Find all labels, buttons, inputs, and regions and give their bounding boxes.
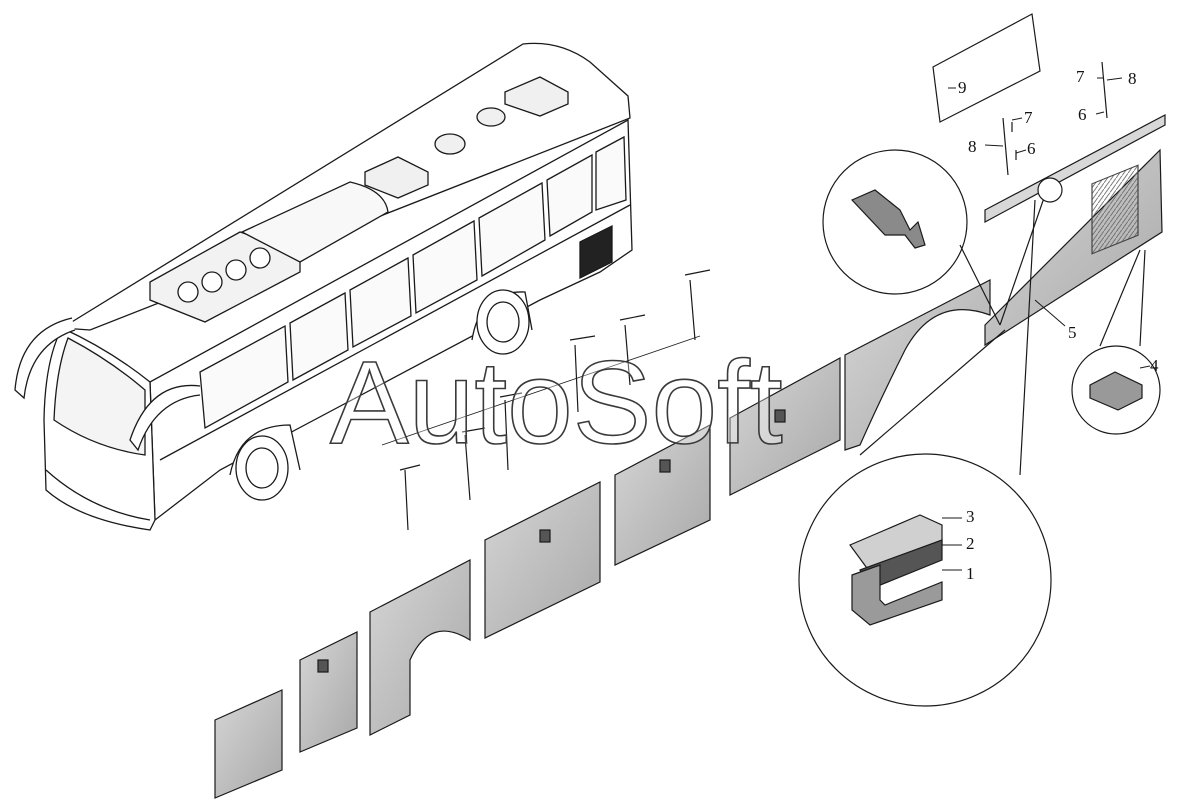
panel-wheel-arch-front [369,559,471,736]
rear-grille [579,224,613,280]
left-mirror [14,317,76,400]
rear-panel-grille [1091,164,1139,255]
hinge-6 [684,269,711,341]
hinge-1 [399,464,421,531]
callout-8-left: 8 [968,137,977,156]
callout-7-left: 7 [1024,108,1033,127]
panel-mid-1 [484,481,601,639]
callout-numbers: 1 2 3 4 5 6 6 7 7 8 8 9 [958,67,1159,583]
side-skirt-panels [214,114,1166,799]
roof-panel [240,181,389,263]
detail-views [798,13,1161,707]
roof-vent-2 [476,107,506,127]
panel-hole-1 [317,659,329,673]
detail-leader-latch [959,194,1046,326]
hinge-brackets [381,269,711,531]
detail-leader-bracket [1099,249,1146,347]
side-belt-line [159,204,631,461]
front-bumper [45,469,151,521]
roof-hatch-rear [504,76,569,117]
roof-fan-3 [225,259,247,281]
rod-part-8b [1101,61,1108,119]
front-wheel-hub [245,447,279,489]
detail-circle-bracket [1071,345,1161,435]
latch-part [850,189,926,249]
bus-windshield [53,337,146,456]
callout-4: 4 [1150,356,1159,375]
panel-front-2 [299,631,358,753]
side-windows [199,135,627,430]
panel-front-1 [214,689,283,799]
callout-6-left: 6 [1027,139,1036,158]
hinge-3 [499,392,523,471]
bus-illustration [14,42,633,531]
callout-8-right: 8 [1128,69,1137,88]
panel-hole-4 [774,409,786,423]
roof-fan-4 [249,247,271,269]
panel-mid-3 [729,356,841,496]
hinge-7 [381,335,701,446]
hinge-5 [619,314,646,386]
callout-6-right: 6 [1078,105,1087,124]
detail-leader-seal [859,199,1036,476]
seal-part-1 [851,564,943,626]
roof-hatch-front [364,156,429,199]
callout-3: 3 [966,507,975,526]
callout-2: 2 [966,534,975,553]
callout-leaders [942,77,1151,571]
roof-fan-1 [177,281,199,303]
roof-fan-2 [201,271,223,293]
rod-part-8a [1002,117,1009,176]
rear-wheel-hub [486,301,520,343]
callout-7-right: 7 [1076,67,1085,86]
bracket-part-4 [1089,371,1143,411]
roof-edge-strip [984,114,1166,224]
detail-circle-seal [798,453,1052,707]
panel-mid-2 [614,424,711,566]
right-mirror [129,384,201,452]
callout-9: 9 [958,78,967,97]
glass-part-9 [932,13,1041,123]
panel-hole-2 [539,529,551,543]
callout-5: 5 [1068,323,1077,342]
callout-1: 1 [966,564,975,583]
watermark-text: AutoSoft [330,337,783,469]
detail-marker-circle [1037,177,1063,203]
panel-hole-3 [659,459,671,473]
roof-vent-1 [434,133,466,155]
hinge-2 [461,427,486,501]
panel-wheel-arch-rear [844,279,991,451]
